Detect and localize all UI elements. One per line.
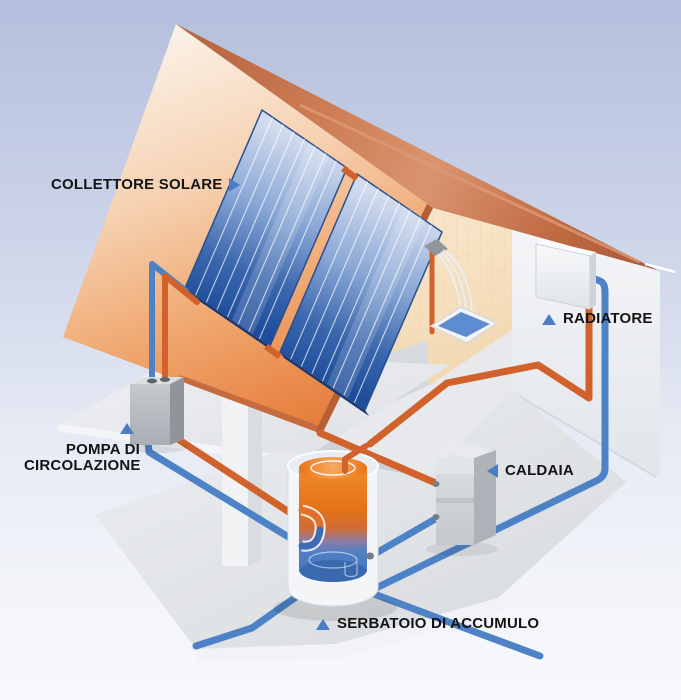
tank-hot-inlet	[342, 443, 369, 474]
up-triangle-icon	[120, 423, 134, 434]
solar-panel-right	[279, 172, 443, 416]
pipe-hot-to-radiator	[366, 301, 593, 448]
roof-fascia	[176, 24, 657, 270]
radiator	[535, 240, 596, 310]
label-caldaia-text: CALDAIA	[505, 462, 574, 479]
panel-connector-bottom	[264, 344, 282, 359]
coil-cold	[298, 526, 324, 550]
panel-tubes	[290, 181, 432, 404]
label-collettore-text: COLLETTORE SOLARE	[51, 176, 223, 193]
boiler	[426, 442, 498, 556]
shower	[424, 239, 499, 344]
solar-panel-left	[184, 108, 348, 352]
left-triangle-icon	[487, 464, 498, 478]
tank-pipe-port	[366, 552, 374, 560]
tank-opening-outline	[310, 460, 356, 476]
tank-inner-top	[299, 457, 367, 479]
pipe-cold-radiator-return	[364, 272, 609, 596]
up-triangle-icon	[316, 618, 330, 630]
pipe-hot-panel-to-pump	[162, 273, 200, 385]
label-pompa-di-circolazione: POMPA DI CIRCOLAZIONE	[24, 423, 140, 474]
boiler-pipe-port	[432, 514, 440, 520]
fascia-highlight	[299, 103, 641, 264]
pipe-cold-tank-left	[192, 593, 300, 650]
label-serbatoio-text: SERBATOIO DI ACCUMULO	[337, 615, 540, 632]
up-triangle-icon	[542, 313, 556, 325]
right-triangle-icon	[229, 178, 241, 192]
pipe-cold-boiler-to-tank	[367, 514, 441, 560]
ground-floor-edge	[196, 598, 505, 662]
pipe-hot-roof-to-boiler	[316, 429, 442, 488]
tank-inner-body	[299, 468, 367, 582]
tank-bottom-outline	[308, 551, 358, 569]
pipework	[143, 261, 609, 660]
pipe-cold-tank-right	[354, 584, 544, 660]
label-pompa-line1: POMPA DI	[65, 441, 140, 458]
boiler-pipe-port	[432, 481, 440, 487]
roof-eave-strip	[180, 375, 322, 434]
label-pompa-line2: CIRCOLAZIONE	[24, 457, 141, 474]
roof-tip-gutter	[644, 262, 676, 274]
label-radiatore: RADIATORE	[542, 311, 653, 327]
circulation-pump	[128, 377, 188, 453]
solar-collector	[184, 108, 443, 416]
panel-connector-top	[341, 166, 359, 181]
storage-tank	[273, 443, 397, 621]
pump-pipe-port	[147, 378, 157, 384]
label-collettore-solare: COLLETTORE SOLARE	[51, 176, 241, 193]
label-radiatore-text: RADIATORE	[563, 310, 653, 327]
pipe-hot-pump-to-tank	[157, 424, 299, 520]
panel-tubes	[195, 117, 337, 340]
tank-bottom-fitting-outline	[344, 562, 358, 578]
shower-tray-water	[438, 312, 490, 337]
wall-skirting	[511, 391, 657, 478]
label-serbatoio-di-accumulo: SERBATOIO DI ACCUMULO	[316, 616, 539, 632]
tank-inner-bottom	[300, 560, 366, 582]
label-caldaia: CALDAIA	[487, 463, 574, 479]
pump-pipe-port	[160, 377, 170, 382]
